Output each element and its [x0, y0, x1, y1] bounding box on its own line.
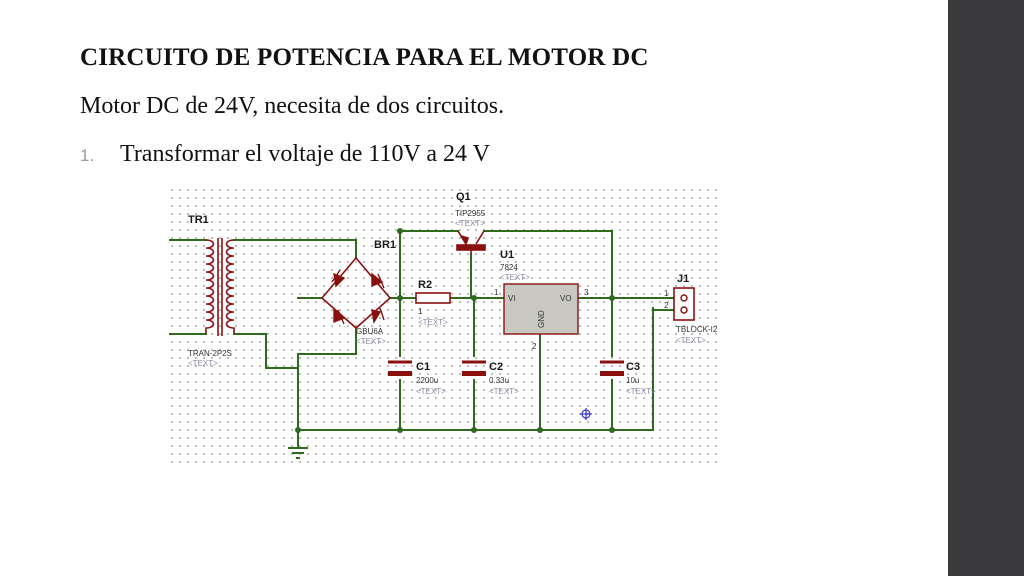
- tr1-value: TRAN-2P2S: [188, 349, 232, 358]
- c2-value: 0.33u: [489, 376, 509, 385]
- j1-ref: J1: [677, 273, 689, 285]
- capacitor-c3: [600, 360, 624, 376]
- u1-pin-vi: VI: [508, 294, 516, 303]
- junction-dots: [295, 228, 615, 433]
- transistor-q1: [456, 230, 486, 254]
- q1-ref: Q1: [456, 191, 471, 203]
- c3-value: 10u: [626, 376, 639, 385]
- br1-ref: BR1: [374, 239, 396, 251]
- wires: [169, 230, 675, 449]
- capacitor-c2: [462, 360, 486, 376]
- capacitor-c1: [388, 360, 412, 376]
- c3-text-placeholder: <TEXT>: [626, 387, 656, 396]
- circuit-schematic: TR1 TRAN-2P2S <TEXT> BR1 GBU6A <TEXT> Q1…: [168, 186, 720, 468]
- bridge-diodes: [331, 269, 385, 325]
- c1-text-placeholder: <TEXT>: [416, 387, 446, 396]
- u1-ref: U1: [500, 249, 514, 261]
- list-number: 1.: [80, 146, 95, 165]
- list-text: Transformar el voltaje de 110V a 24 V: [120, 141, 490, 167]
- slide: CIRCUITO DE POTENCIA PARA EL MOTOR DC Mo…: [80, 44, 720, 468]
- resistor-r2: [415, 292, 451, 304]
- list-item: 1. Transformar el voltaje de 110V a 24 V: [80, 141, 490, 168]
- u1-pin1: 1: [494, 288, 499, 297]
- schematic-grid: [168, 186, 720, 468]
- terminal-j1: [673, 287, 695, 321]
- br1-text-placeholder: <TEXT>: [356, 337, 386, 346]
- c2-text-placeholder: <TEXT>: [489, 387, 519, 396]
- br1-value: GBU6A: [356, 327, 384, 336]
- c1-value: 2200u: [416, 376, 438, 385]
- origin-marker-icon: [580, 408, 592, 420]
- u1-value: 7824: [500, 263, 518, 272]
- slide-subtitle: Motor DC de 24V, necesita de dos circuit…: [80, 93, 505, 119]
- j1-text-placeholder: <TEXT>: [676, 336, 706, 345]
- regulator-u1: [503, 283, 579, 335]
- q1-text-placeholder: <TEXT>: [455, 219, 485, 228]
- transformer-tr1: [205, 238, 235, 336]
- r2-text-placeholder: <TEXT>: [418, 318, 448, 327]
- u1-pin-vo: VO: [560, 294, 572, 303]
- slide-title: CIRCUITO DE POTENCIA PARA EL MOTOR DC: [80, 44, 649, 71]
- j1-pin1: 1: [664, 289, 669, 298]
- j1-value: TBLOCK-I2: [676, 325, 718, 334]
- r2-ref: R2: [418, 279, 432, 291]
- c2-ref: C2: [489, 361, 503, 373]
- c1-ref: C1: [416, 361, 430, 373]
- r2-value: 1: [418, 307, 423, 316]
- u1-pin3: 3: [584, 288, 589, 297]
- u1-pin-gnd: GND: [537, 310, 546, 328]
- tr1-text-placeholder: <TEXT>: [188, 359, 218, 368]
- u1-pin2: 2: [532, 342, 537, 351]
- j1-pin2: 2: [664, 301, 669, 310]
- side-bar: [948, 0, 1024, 576]
- c3-ref: C3: [626, 361, 640, 373]
- bridge-br1: [320, 256, 392, 330]
- tr1-ref: TR1: [188, 214, 209, 226]
- u1-text-placeholder: <TEXT>: [500, 273, 530, 282]
- ground-symbol: [288, 447, 308, 459]
- q1-value: TIP2955: [455, 209, 486, 218]
